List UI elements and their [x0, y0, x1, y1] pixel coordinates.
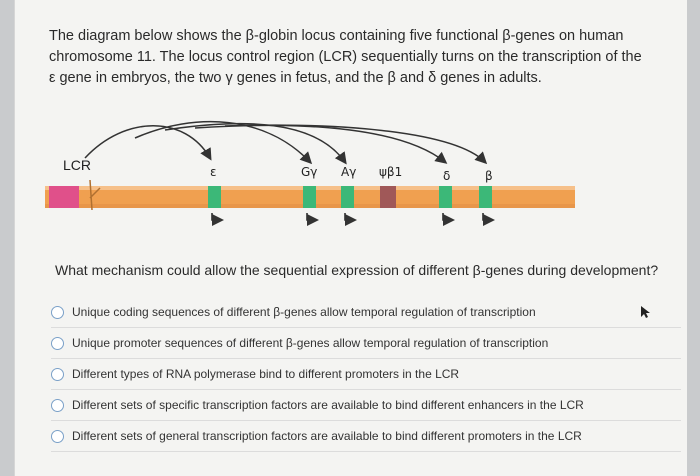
- lcr-block: [49, 186, 79, 208]
- answer-options: Unique coding sequences of different β-g…: [51, 297, 681, 452]
- intro-text: The diagram below shows the β-globin loc…: [49, 28, 642, 86]
- option-label: Different sets of specific transcription…: [72, 398, 584, 412]
- radio-button[interactable]: [51, 305, 64, 319]
- promoter-arrows: [211, 213, 495, 226]
- lcr-label: LCR: [63, 157, 91, 173]
- gene-label-epsilon: ε: [210, 165, 217, 179]
- gene-label-ggamma: Gγ: [301, 165, 317, 179]
- option-label: Unique promoter sequences of different β…: [72, 336, 549, 350]
- option-3[interactable]: Different types of RNA polymerase bind t…: [51, 359, 681, 390]
- lcr-arc-epsilon: [84, 125, 212, 161]
- option-1[interactable]: Unique coding sequences of different β-g…: [51, 297, 681, 328]
- gene-psibeta1: [380, 186, 396, 208]
- radio-button[interactable]: [51, 336, 64, 350]
- option-4[interactable]: Different sets of specific transcription…: [51, 390, 681, 421]
- gene-ggamma: [303, 186, 316, 208]
- radio-button[interactable]: [51, 429, 64, 443]
- question-page: The diagram below shows the β-globin loc…: [14, 0, 687, 476]
- gene-label-beta: β: [485, 169, 493, 183]
- option-2[interactable]: Unique promoter sequences of different β…: [51, 328, 681, 359]
- gene-label-delta: δ: [443, 169, 450, 183]
- mouse-cursor-icon: [641, 306, 650, 318]
- option-label: Different sets of general transcription …: [72, 429, 582, 443]
- gene-label-psibeta1: ψβ1: [379, 165, 402, 179]
- radio-button[interactable]: [51, 398, 64, 412]
- gene-beta: [479, 186, 492, 208]
- question-text: What mechanism could allow the sequentia…: [55, 262, 659, 278]
- gene-delta: [439, 186, 452, 208]
- lcr-mark: [89, 179, 101, 211]
- lcr-arc-ggamma: [134, 120, 313, 165]
- option-label: Unique coding sequences of different β-g…: [72, 305, 536, 319]
- lcr-arc-agamma: [164, 122, 347, 165]
- option-label: Different types of RNA polymerase bind t…: [72, 367, 460, 381]
- option-5[interactable]: Different sets of general transcription …: [51, 421, 681, 452]
- gene-label-agamma: Aγ: [341, 165, 356, 179]
- locus-svg: LCR ε Gγ Aγ ψβ1 δ β: [45, 120, 575, 226]
- beta-globin-locus-diagram: LCR ε Gγ Aγ ψβ1 δ β: [45, 110, 675, 240]
- lcr-arc-beta: [224, 124, 488, 165]
- gene-epsilon: [208, 186, 221, 208]
- lcr-arc-delta: [194, 124, 448, 164]
- radio-button[interactable]: [51, 367, 64, 381]
- gene-agamma: [341, 186, 354, 208]
